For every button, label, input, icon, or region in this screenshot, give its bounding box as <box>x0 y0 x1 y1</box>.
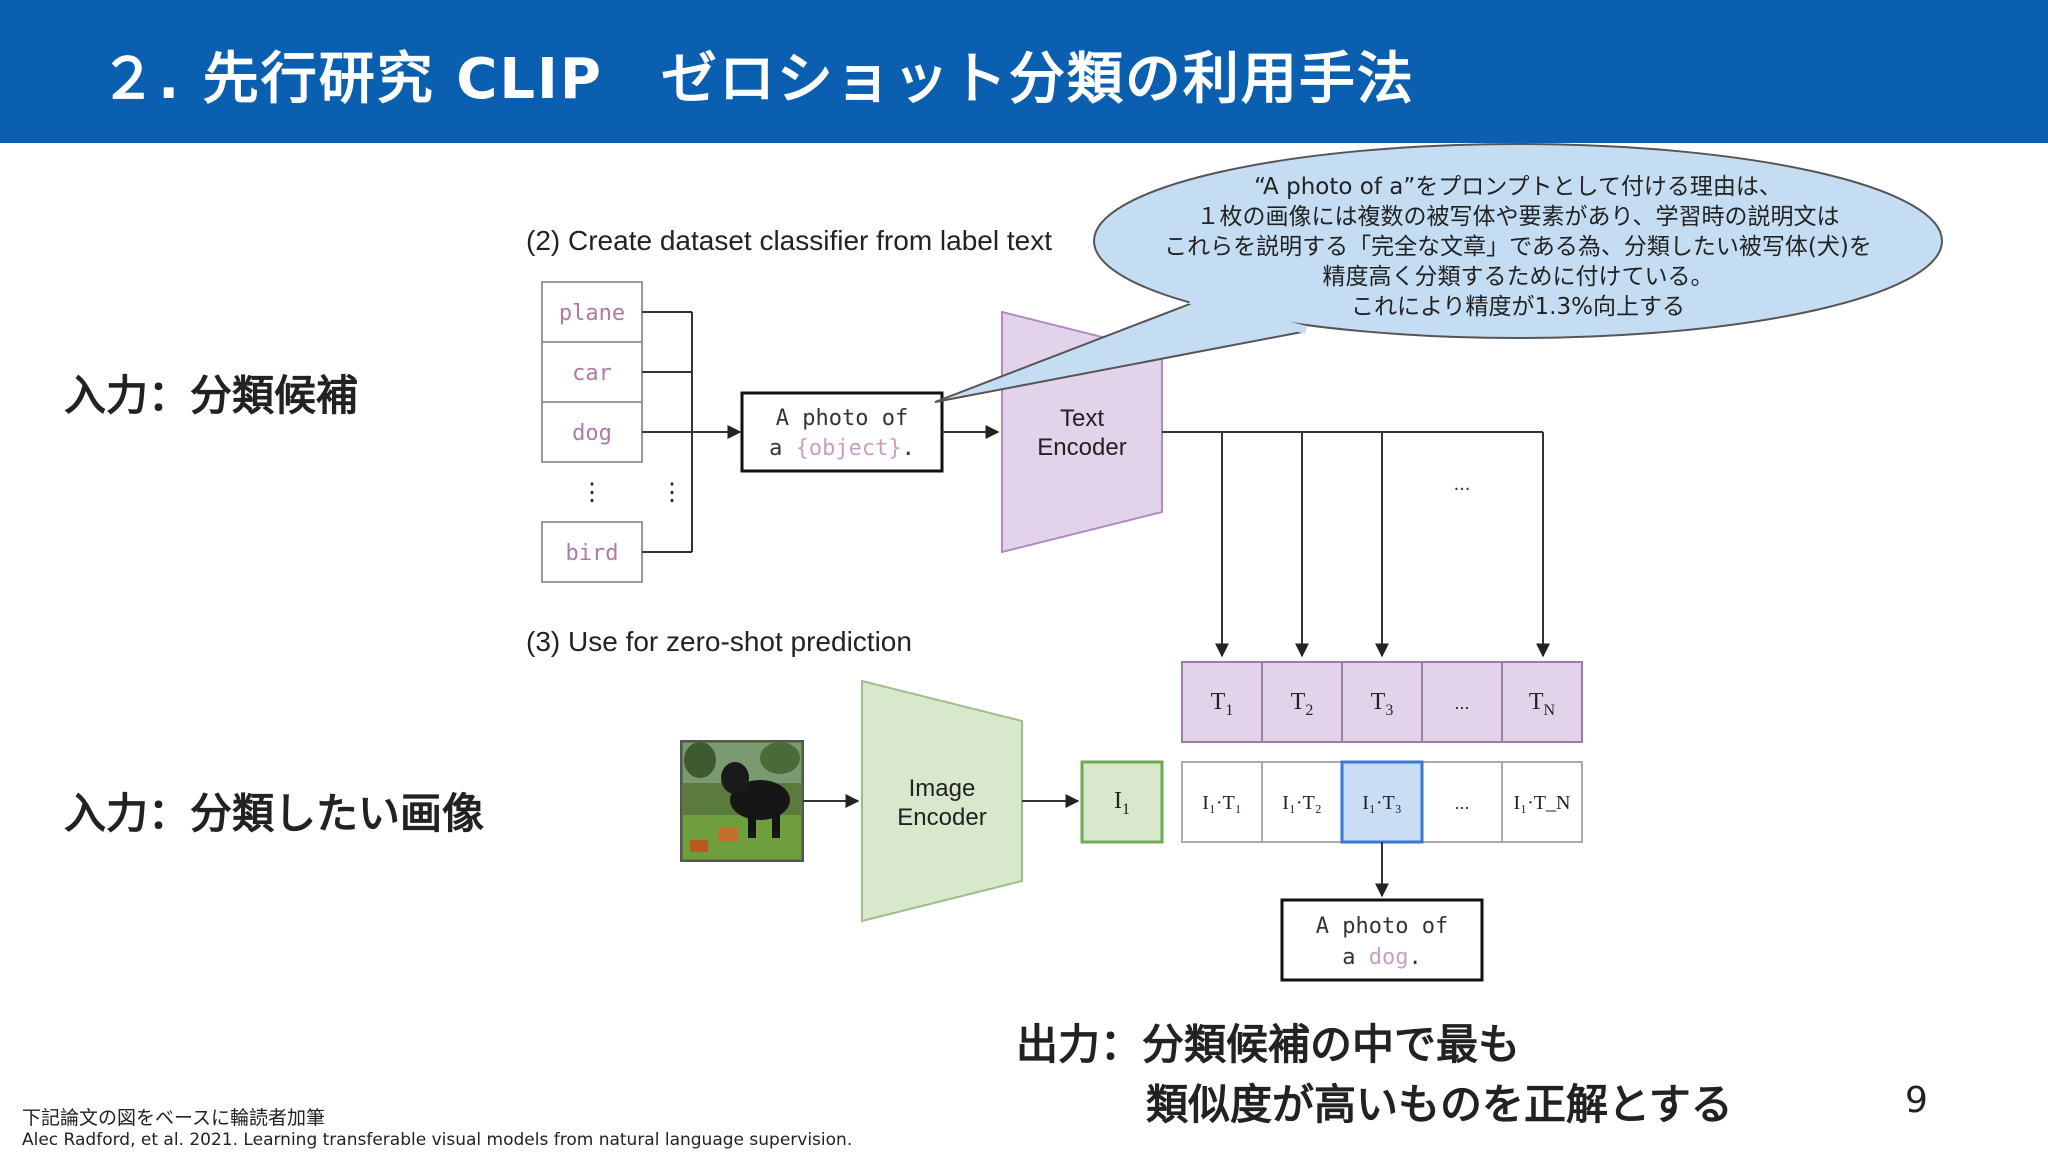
prompt-template-line1: A photo of <box>776 406 908 431</box>
callout-bubble <box>934 143 1943 403</box>
callout-text: 精度高く分類するために付けている。 <box>1323 264 1714 290</box>
connector-vdots: ⋮ <box>660 479 684 506</box>
dog-photo <box>680 740 804 862</box>
similarity-cell: I₁·T₃ <box>1362 792 1401 814</box>
result-line2: a dog. <box>1342 945 1422 970</box>
section3-title: (3) Use for zero-shot prediction <box>526 626 912 657</box>
text-embedding-row: T1 T2 T3 ... TN <box>1181 661 1583 743</box>
output-label-line1: 出力：分類候補の中で最も <box>1016 1020 1521 1069</box>
header-bar: ２. 先行研究 CLIP ゼロショット分類の利用手法 <box>0 0 2048 143</box>
image-embedding <box>1080 760 1164 844</box>
label-item: dog <box>572 421 612 446</box>
callout-text: １枚の画像には複数の被写体や要素があり、学習時の説明文は <box>1196 204 1839 230</box>
text-encoder-fanout <box>1162 431 1550 658</box>
text-encoder-label: Encoder <box>1037 434 1126 461</box>
label-item: bird <box>566 541 619 566</box>
image-embedding-label: I1 <box>1114 788 1130 818</box>
slide-title: ２. 先行研究 CLIP ゼロショット分類の利用手法 <box>100 47 1415 112</box>
page-number: 9 <box>1905 1080 1928 1121</box>
output-label-line2: 類似度が高いものを正解とする <box>1146 1080 1733 1129</box>
label-item: plane <box>559 301 625 326</box>
text-embedding-ellipsis: ... <box>1454 693 1469 713</box>
callout-text: “A photo of a”をプロンプトとして付ける理由は、 <box>1254 174 1782 200</box>
similarity-highlight <box>1340 760 1424 844</box>
callout-text: これらを説明する「完全な文章」である為、分類したい被写体(犬)を <box>1164 234 1872 260</box>
footer-citation: Alec Radford, et al. 2021. Learning tran… <box>22 1130 853 1150</box>
label-item: car <box>572 361 612 386</box>
label-bracket <box>642 311 742 553</box>
input-candidates-label: 入力：分類候補 <box>64 371 359 420</box>
image-encoder <box>861 679 1023 923</box>
text-embedding: T2 <box>1291 689 1314 719</box>
callout-text: これにより精度が1.3%向上する <box>1351 294 1685 320</box>
input-image-label: 入力：分類したい画像 <box>64 789 485 838</box>
footer-note: 下記論文の図をベースに輪読者加筆 <box>22 1107 326 1129</box>
similarity-cell: I₁·T_N <box>1514 792 1571 814</box>
text-embedding: TN <box>1529 689 1556 719</box>
result-box <box>1280 898 1484 982</box>
text-embedding: T3 <box>1371 689 1394 719</box>
text-embedding: T1 <box>1211 689 1234 719</box>
similarity-ellipsis: ... <box>1454 793 1469 813</box>
similarity-cell: I₁·T₁ <box>1202 792 1241 814</box>
fanout-ellipsis: ... <box>1454 473 1471 495</box>
prompt-template-line2: a {object}. <box>769 436 915 461</box>
text-encoder-label: Text <box>1060 405 1104 432</box>
image-encoder-label: Encoder <box>897 804 986 831</box>
output-label: 出力：分類候補の中で最も 類似度が高いものを正解とする <box>1016 1015 1733 1135</box>
section2-title: (2) Create dataset classifier from label… <box>526 225 1052 256</box>
label-vdots: ⋮ <box>580 479 604 506</box>
prompt-template-box <box>740 391 944 473</box>
result-line1: A photo of <box>1316 914 1448 939</box>
similarity-row: I₁·T₁ I₁·T₂ I₁·T₃ ... I₁·T_N <box>1181 760 1583 844</box>
image-encoder-label: Image <box>909 775 976 802</box>
similarity-cell: I₁·T₂ <box>1282 792 1321 814</box>
